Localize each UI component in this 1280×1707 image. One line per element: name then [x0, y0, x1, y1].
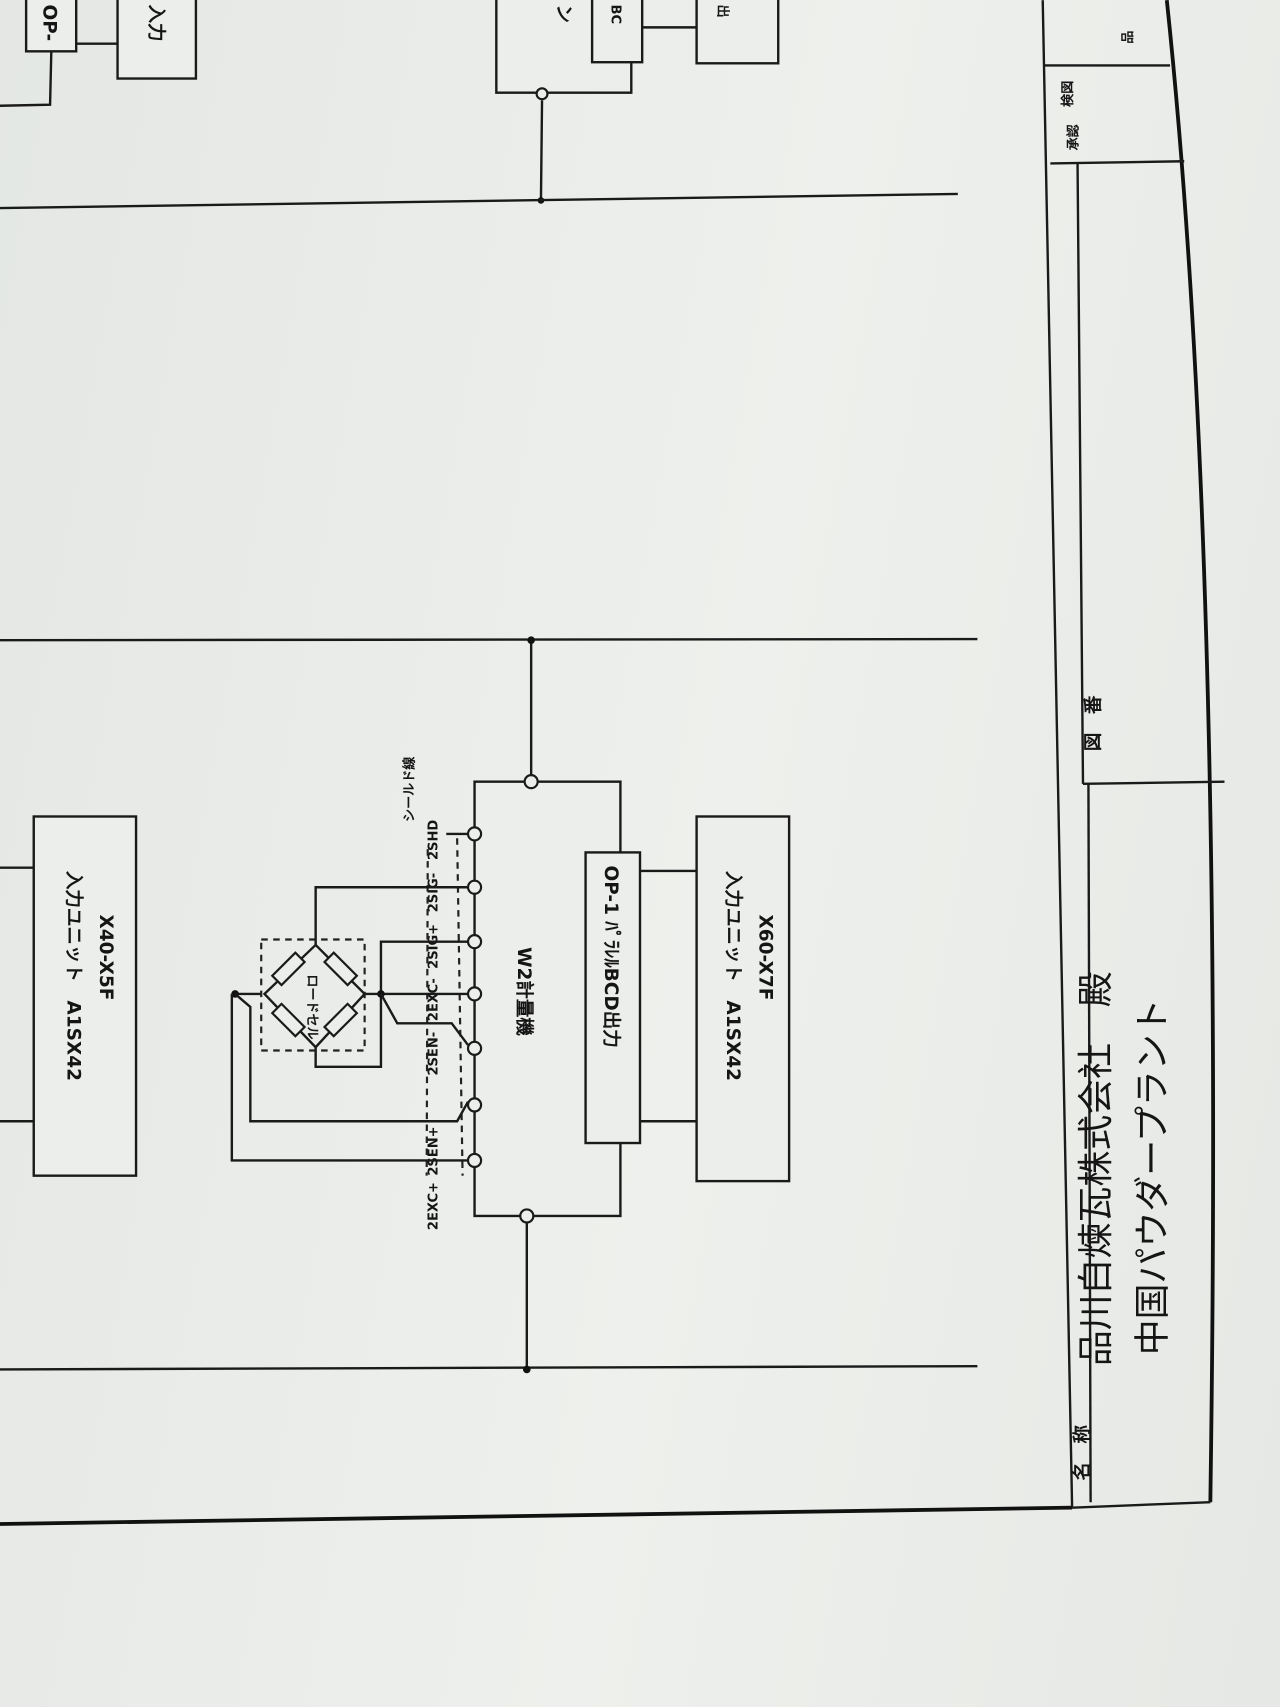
- load-cell-label: ロードセル: [304, 974, 319, 1039]
- top-output-box-label: 出: [714, 5, 730, 18]
- terminal-2sen-minus: 2SEN-: [427, 1032, 442, 1076]
- project-name: 中国パウダープラント: [1133, 998, 1174, 1355]
- terminal-2sig-plus: 2SIG+: [427, 924, 442, 969]
- weigher-w2: W2計量機 OP-1 ﾊﾟﾗﾚﾙBCD出力: [473, 636, 697, 1374]
- input-unit-right-line2: X60-X7F: [755, 914, 776, 1000]
- terminal-2sen-plus: 2SEN+: [427, 1126, 442, 1175]
- terminal-2exc-plus: 2EXC+: [427, 1182, 442, 1230]
- frame-right-border: [1164, 0, 1216, 1503]
- title-block-left-border: [1041, 0, 1074, 1508]
- corner-cell-check: 検図: [1060, 81, 1076, 107]
- input-unit-left: 入力ユニット A1SX42 X40-X5F: [0, 815, 138, 1177]
- terminal-2shd: 2SHD: [427, 820, 442, 860]
- top-center-fragment: ン BC 出: [495, 0, 780, 204]
- shield-wire-label: シールド線: [402, 756, 418, 822]
- input-box-top-left: [116, 0, 198, 80]
- terminal-2sig-minus: 2SIG-: [427, 873, 442, 912]
- frame-bottom-line: [0, 1505, 1073, 1526]
- op-box-label: OP-: [39, 5, 60, 42]
- load-cell-resistors: [270, 951, 359, 1038]
- weigher-label: W2計量機: [513, 947, 535, 1036]
- op1-board-label: OP-1 ﾊﾟﾗﾚﾙBCD出力: [600, 865, 622, 1047]
- name-label: 名 称: [1071, 1424, 1093, 1480]
- corner-cell-approval: 承認: [1066, 124, 1082, 150]
- upper-bus-line: [0, 192, 958, 210]
- input-box-label: 入力: [145, 5, 167, 42]
- op1-board: [584, 851, 642, 1145]
- input-unit-left-line2: X40-X5F: [95, 914, 116, 1000]
- op-box-top-left: [24, 0, 78, 53]
- top-left-fragment: OP- 入力: [0, 0, 198, 107]
- top-bcd-box-label: BC: [608, 5, 623, 25]
- title-block: 名 称 品川白煉瓦株式会社 殿 中国パウダープラント 図 番 品 検図 承認: [1060, 31, 1174, 1481]
- middle-bus-line: [0, 637, 978, 642]
- drawing-number-label: 図 番: [1083, 695, 1104, 751]
- input-unit-left-line1: 入力ユニット A1SX42: [62, 871, 84, 1081]
- load-cell-wiring: 2SHD 2SIG- 2SIG+ 2EXC- 2SEN- 2SEN+ 2EXC+…: [230, 756, 483, 1230]
- lower-bus-line: [0, 1364, 978, 1371]
- corner-cell-1: 品: [1121, 31, 1136, 44]
- terminal-2exc-minus: 2EXC-: [427, 978, 442, 1021]
- input-unit-right: 入力ユニット A1SX42 X60-X7F: [695, 815, 791, 1183]
- top-main-box-label: ン: [552, 5, 573, 24]
- input-unit-right-line1: 入力ユニット A1SX42: [722, 871, 744, 1081]
- top-output-box: [695, 0, 780, 65]
- customer-name: 品川白煉瓦株式会社 殿: [1076, 971, 1117, 1366]
